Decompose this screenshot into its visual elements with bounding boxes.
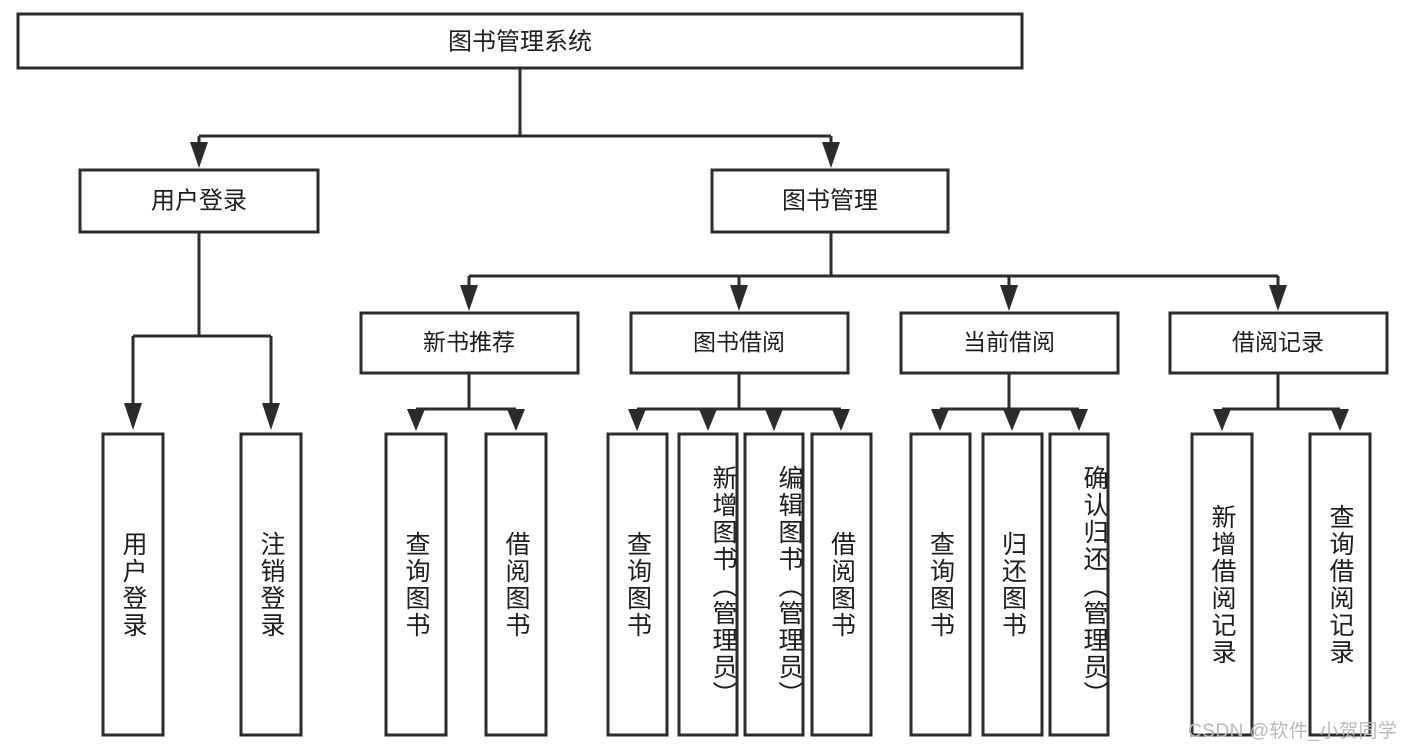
arrow-bm-new-book-rec <box>460 285 478 311</box>
node-current-borrow-label: 当前借阅 <box>963 329 1055 355</box>
node-book-manage-label: 图书管理 <box>782 187 878 214</box>
arrow-bb-leaf-1 <box>628 409 646 431</box>
node-root-label: 图书管理系统 <box>448 28 592 55</box>
node-user-login-box[interactable] <box>78 168 320 234</box>
node-root[interactable]: 图书管理系统 <box>16 12 1024 70</box>
arrow-cb-leaf-1 <box>931 409 949 431</box>
edge-group-root-to-level2 <box>190 68 840 168</box>
arrow-bm-borrow-record <box>1269 285 1287 311</box>
csdn-watermark: CSDN @软件_小贺同学 <box>1188 721 1398 742</box>
arrow-br-leaf-2 <box>1331 409 1349 431</box>
edge-group-borrow-record-to-leaves <box>1213 373 1349 431</box>
arrow-root-to-user-login <box>190 142 208 168</box>
edge-group-book-manage-to-level3 <box>460 232 1287 311</box>
node-book-manage[interactable]: 图书管理 <box>710 168 950 234</box>
node-book-manage-box[interactable] <box>710 168 950 234</box>
node-user-login-label: 用户登录 <box>151 187 247 214</box>
leaf-edit-book-admin-box[interactable] <box>743 432 805 737</box>
leaf-query-book-cur-box[interactable] <box>909 432 972 737</box>
arrow-root-to-book-manage <box>822 142 840 168</box>
arrow-bb-leaf-4 <box>832 409 850 431</box>
node-borrow-record-label: 借阅记录 <box>1232 329 1324 355</box>
leaf-user-login-box[interactable] <box>101 432 165 737</box>
leaf-confirm-return-admin-box[interactable] <box>1048 432 1110 737</box>
edge-group-new-book-rec-to-leaves <box>407 373 525 431</box>
node-new-book-rec[interactable]: 新书推荐 <box>359 311 580 375</box>
leaf-box-group <box>101 432 1372 737</box>
leaf-query-book-bor-box[interactable] <box>606 432 669 737</box>
arrow-nbr-leaf-2 <box>507 409 525 431</box>
arrow-bb-leaf-3 <box>765 409 783 431</box>
node-current-borrow[interactable]: 当前借阅 <box>899 311 1120 375</box>
node-user-login[interactable]: 用户登录 <box>78 168 320 234</box>
node-current-borrow-box[interactable] <box>899 311 1120 375</box>
node-borrow-record-box[interactable] <box>1168 311 1389 375</box>
arrow-cb-leaf-2 <box>1003 409 1021 431</box>
leaf-logout-box[interactable] <box>239 432 303 737</box>
arrow-br-leaf-1 <box>1213 409 1231 431</box>
edge-group-book-borrow-to-leaves <box>628 373 850 431</box>
leaf-add-record-box[interactable] <box>1190 432 1254 737</box>
node-book-borrow-box[interactable] <box>629 311 850 375</box>
edge-group-current-borrow-to-leaves <box>931 373 1088 431</box>
node-borrow-record[interactable]: 借阅记录 <box>1168 311 1389 375</box>
leaf-query-book-rec-box[interactable] <box>384 432 448 737</box>
leaf-borrow-book-rec-box[interactable] <box>484 432 548 737</box>
arrow-user-login-leaf-2 <box>262 403 280 430</box>
node-book-borrow[interactable]: 图书借阅 <box>629 311 850 375</box>
leaf-return-book-box[interactable] <box>981 432 1044 737</box>
leaf-query-record-box[interactable] <box>1308 432 1372 737</box>
node-root-box[interactable] <box>16 12 1024 70</box>
arrow-nbr-leaf-1 <box>407 409 425 431</box>
leaf-borrow-book-bor-box[interactable] <box>810 432 873 737</box>
edge-group-user-login-to-leaves <box>124 232 280 430</box>
arrow-bb-leaf-2 <box>699 409 717 431</box>
arrow-bm-book-borrow <box>730 285 748 311</box>
arrow-bm-current-borrow <box>1000 285 1018 311</box>
node-new-book-rec-label: 新书推荐 <box>423 329 515 355</box>
node-book-borrow-label: 图书借阅 <box>693 329 785 355</box>
node-new-book-rec-box[interactable] <box>359 311 580 375</box>
arrow-user-login-leaf-1 <box>124 403 142 430</box>
leaf-add-book-admin-box[interactable] <box>677 432 739 737</box>
arrow-cb-leaf-3 <box>1070 409 1088 431</box>
